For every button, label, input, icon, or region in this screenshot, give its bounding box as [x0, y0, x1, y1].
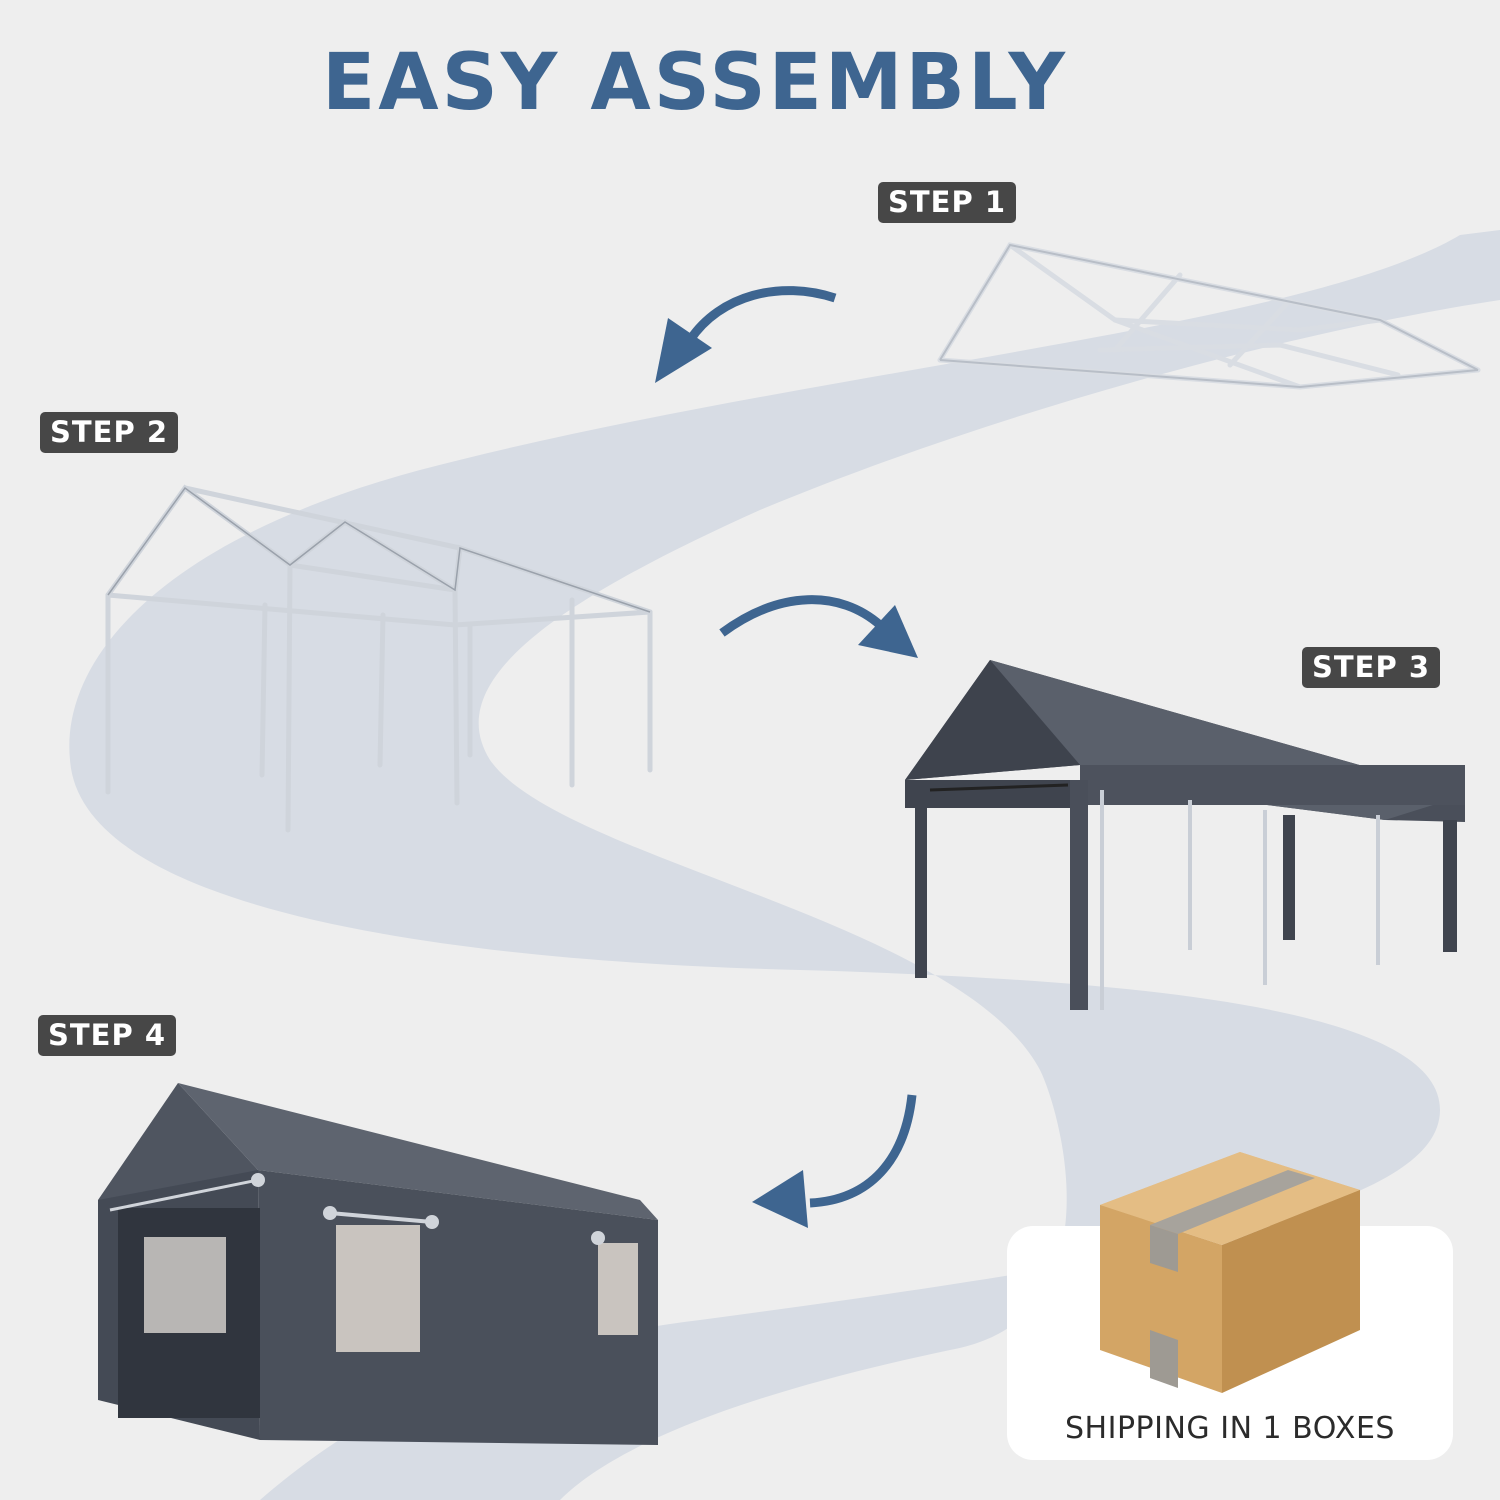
canopy-icon: [905, 660, 1465, 1010]
step-1-badge: STEP 1: [878, 182, 1017, 223]
page-title: EASY ASSEMBLY: [321, 38, 1069, 128]
curved-arrow-icon: [655, 286, 837, 383]
shipping-card: SHIPPING IN 1 BOXES: [1007, 1226, 1453, 1460]
step-4-badge: STEP 4: [38, 1015, 177, 1056]
step-3-badge: STEP 3: [1302, 647, 1441, 688]
curved-arrow-icon: [752, 1094, 917, 1228]
carport-icon: [98, 1083, 658, 1445]
shipping-label: SHIPPING IN 1 BOXES: [1065, 1411, 1395, 1446]
step-2-badge: STEP 2: [40, 412, 179, 453]
curved-arrow-icon: [719, 595, 918, 658]
